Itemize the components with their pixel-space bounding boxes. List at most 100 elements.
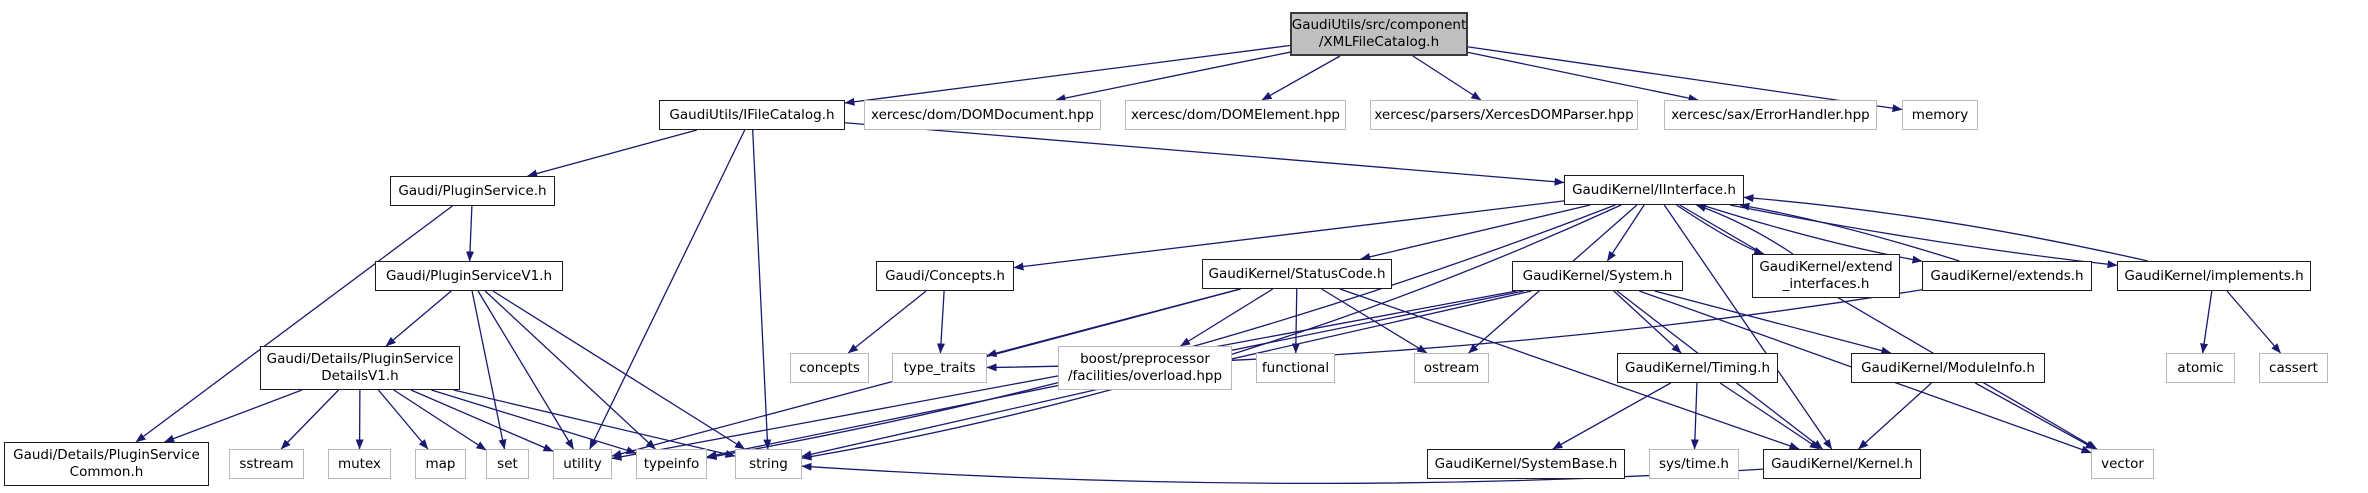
node-domdocument: xercesc/dom/DOMDocument.hpp [864, 100, 1101, 130]
edge-pluginservicev1-set [471, 290, 507, 450]
node-label-line: GaudiKernel/extends.h [1930, 267, 2084, 284]
node-label-line: GaudiKernel/System.h [1522, 267, 1673, 284]
edge-detailsv1-utility [410, 389, 554, 452]
edge-root-xercesparser [1412, 55, 1482, 101]
node-timing[interactable]: GaudiKernel/Timing.h [1617, 353, 1778, 383]
edge-detailsv1-sstream [280, 389, 340, 450]
edge-ifilecatalog-pluginservice [527, 129, 698, 178]
node-label-line: typeinfo [643, 455, 700, 472]
node-label-line: cassert [2269, 359, 2318, 376]
edge-iinterface-kernel [1663, 204, 1833, 450]
edge-pluginservice-common [135, 205, 453, 443]
node-type_traits: type_traits [892, 353, 987, 383]
node-label-line: string [749, 455, 788, 472]
node-cassert: cassert [2259, 353, 2328, 383]
edge-timing-kernel [1719, 382, 1820, 450]
node-label-line: GaudiKernel/StatusCode.h [1208, 265, 1386, 282]
edge-iinterface-typeinfo [706, 204, 1616, 461]
node-label-line: type_traits [903, 359, 976, 376]
edge-ifilecatalog-string [752, 129, 772, 450]
edge-implements-iinterface [1743, 194, 2148, 262]
node-functional: functional [1256, 353, 1335, 383]
node-label-line: /XMLFileCatalog.h [1318, 34, 1440, 50]
node-label-line: memory [1911, 106, 1969, 123]
node-label-line: Gaudi/Concepts.h [885, 267, 1005, 284]
edge-moduleinfo-kernel [1858, 382, 1932, 450]
node-vector: vector [2091, 449, 2154, 479]
node-typeinfo: typeinfo [636, 449, 707, 479]
edge-detailsv1-typeinfo [431, 389, 637, 455]
edge-iinterface-implements [1729, 204, 2118, 269]
edge-system-moduleinfo [1654, 290, 1892, 355]
node-label-line: xercesc/parsers/XercesDOMParser.hpp [1374, 106, 1634, 123]
edge-iinterface-statuscode [1360, 204, 1591, 261]
node-moduleinfo[interactable]: GaudiKernel/ModuleInfo.h [1851, 353, 2045, 383]
node-ostream: ostream [1414, 353, 1489, 383]
edge-concepts_h-type_traits [936, 290, 945, 354]
node-label-line: GaudiUtils/IFileCatalog.h [669, 106, 835, 123]
node-set: set [486, 449, 529, 479]
node-string: string [735, 449, 802, 479]
edge-iinterface-string [801, 204, 1622, 461]
node-label-line: functional [1261, 359, 1330, 376]
edge-extends-iinterface [1739, 202, 1960, 262]
node-label-line: Gaudi/PluginService.h [398, 182, 547, 199]
node-sstream: sstream [229, 449, 304, 479]
node-label-line: sys/time.h [1659, 455, 1729, 472]
edge-root-errorhandler [1467, 51, 1699, 102]
node-extends[interactable]: GaudiKernel/extends.h [1922, 261, 2092, 291]
node-iinterface[interactable]: GaudiKernel/IInterface.h [1564, 175, 1744, 205]
node-boost_overload: boost/preprocessor/facilities/overload.h… [1058, 346, 1232, 390]
node-systembase[interactable]: GaudiKernel/SystemBase.h [1427, 449, 1625, 479]
node-label-line: GaudiKernel/Timing.h [1624, 359, 1771, 376]
edge-root-memory [1467, 46, 1903, 113]
node-label-line: GaudiKernel/Kernel.h [1771, 455, 1913, 472]
edge-root-domelement [1261, 55, 1341, 101]
node-mutex: mutex [328, 449, 391, 479]
node-extend_interfaces[interactable]: GaudiKernel/extend_interfaces.h [1752, 254, 1900, 298]
edge-system-timing [1613, 290, 1682, 354]
node-label-line: map [425, 455, 456, 472]
node-label-line: GaudiKernel/extend [1759, 259, 1893, 275]
node-label-line: xercesc/sax/ErrorHandler.hpp [1671, 106, 1870, 123]
edge-ifilecatalog-utility [589, 129, 746, 450]
node-label-line: vector [2101, 455, 2144, 472]
edge-pluginservice-pluginservicev1 [466, 205, 475, 262]
node-label-line: /facilities/overload.hpp [1067, 368, 1223, 384]
node-root: GaudiUtils/src/component/XMLFileCatalog.… [1290, 12, 1468, 56]
node-system[interactable]: GaudiKernel/System.h [1512, 261, 1683, 291]
node-label-line: Gaudi/Details/PluginService [266, 351, 454, 367]
edge-statuscode-kernel [1339, 288, 1800, 450]
node-implements[interactable]: GaudiKernel/implements.h [2117, 261, 2311, 291]
node-kernel[interactable]: GaudiKernel/Kernel.h [1763, 449, 1921, 479]
edge-detailsv1-string [453, 389, 736, 458]
node-label-line: ostream [1423, 359, 1480, 376]
node-label-line: xercesc/dom/DOMDocument.hpp [871, 106, 1094, 123]
edge-iinterface-system [1606, 204, 1645, 262]
node-concepts_h[interactable]: Gaudi/Concepts.h [876, 261, 1014, 291]
edge-kernel-string [801, 462, 1764, 485]
node-label-line: Common.h [69, 464, 144, 480]
node-label-line: concepts [799, 359, 860, 376]
node-statuscode[interactable]: GaudiKernel/StatusCode.h [1202, 259, 1392, 289]
node-memory: memory [1902, 100, 1978, 130]
node-label-line: Gaudi/Details/PluginService [13, 447, 200, 463]
node-map: map [415, 449, 466, 479]
node-ifilecatalog[interactable]: GaudiUtils/IFileCatalog.h [659, 100, 845, 130]
node-pluginservicev1[interactable]: Gaudi/PluginServiceV1.h [375, 261, 563, 291]
edge-moduleinfo-vector [1974, 382, 2096, 450]
edge-pluginservicev1-utility [477, 290, 575, 450]
node-label-line: DetailsV1.h [321, 368, 399, 384]
node-label-line: GaudiUtils/src/component [1291, 17, 1467, 33]
edge-concepts_h-concepts [847, 290, 927, 354]
edge-pluginservicev1-string [492, 290, 746, 450]
node-label-line: xercesc/dom/DOMElement.hpp [1131, 106, 1340, 123]
edge-timing-sys_time [1690, 382, 1699, 450]
node-utility: utility [553, 449, 612, 479]
edge-implements-cassert [2226, 290, 2282, 354]
node-pluginservice[interactable]: Gaudi/PluginService.h [390, 176, 555, 206]
